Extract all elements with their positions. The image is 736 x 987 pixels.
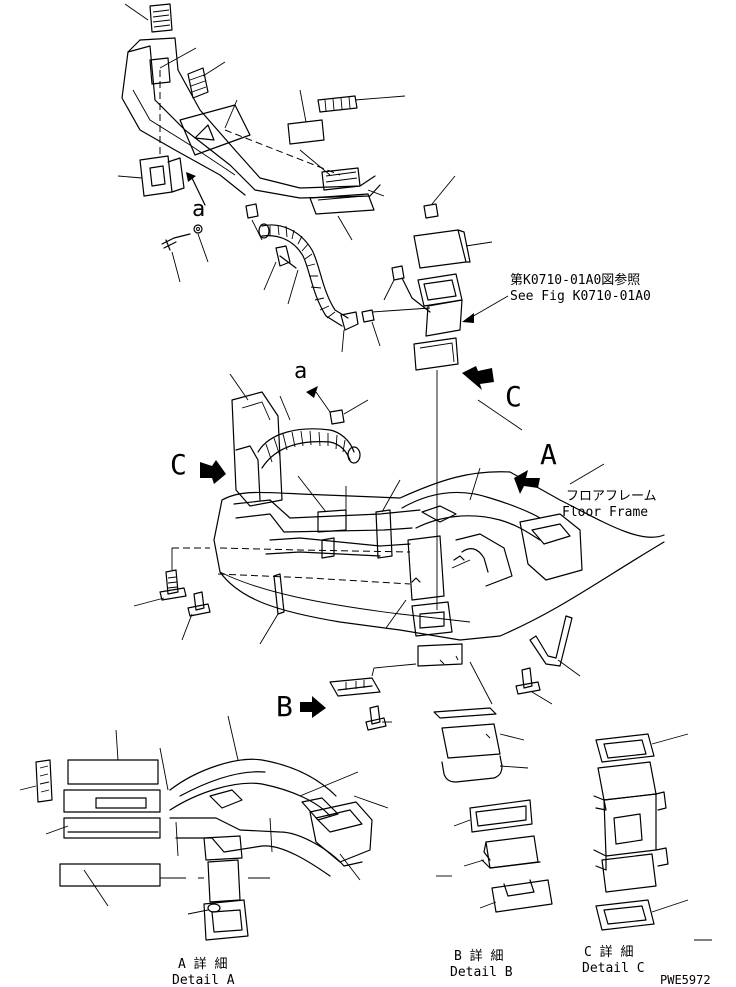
view-c-marker-left: C [170, 448, 187, 481]
view-a-marker-mid: a [294, 359, 307, 384]
reference-jp: 第K0710-01A0図参照 [510, 272, 640, 288]
detail-a-drawing [19, 715, 389, 941]
detail-b-en: Detail B [450, 965, 513, 980]
detail-a-en: Detail A [172, 973, 235, 987]
bracket-right [515, 615, 581, 705]
rear-duct-assembly [371, 175, 523, 610]
reference-en: See Fig K0710-01A0 [510, 289, 651, 304]
view-c-marker-right: C [505, 380, 522, 413]
detail-b-drawing [433, 707, 553, 913]
drawing-code: PWE5972 [660, 973, 711, 987]
view-a-marker: A [540, 438, 557, 471]
view-b-marker-group: B [276, 661, 493, 731]
detail-b-caption: B 詳 細 Detail B [450, 948, 513, 980]
fasteners-top-left [161, 203, 263, 283]
reference-note: 第K0710-01A0図参照 See Fig K0710-01A0 [510, 272, 651, 304]
detail-c-jp: C 詳 細 [584, 944, 633, 960]
view-a-marker-top: a [192, 197, 205, 222]
detail-c-en: Detail C [582, 961, 645, 976]
detail-a-jp: A 詳 細 [178, 956, 227, 972]
detail-c-caption: C 詳 細 Detail C [582, 944, 645, 976]
floor-frame-label: フロアフレーム Floor Frame [562, 489, 657, 520]
floor-frame-assembly [133, 373, 665, 667]
floor-frame-en: Floor Frame [562, 505, 648, 520]
floor-frame-jp: フロアフレーム [566, 489, 657, 504]
view-b-marker: B [276, 690, 293, 723]
detail-b-jp: B 詳 細 [454, 948, 503, 964]
detail-c-drawing [593, 733, 712, 941]
flex-hose-upper [258, 223, 381, 353]
defroster-duct-assembly [117, 3, 406, 241]
detail-a-caption: A 詳 細 Detail A [172, 956, 235, 987]
